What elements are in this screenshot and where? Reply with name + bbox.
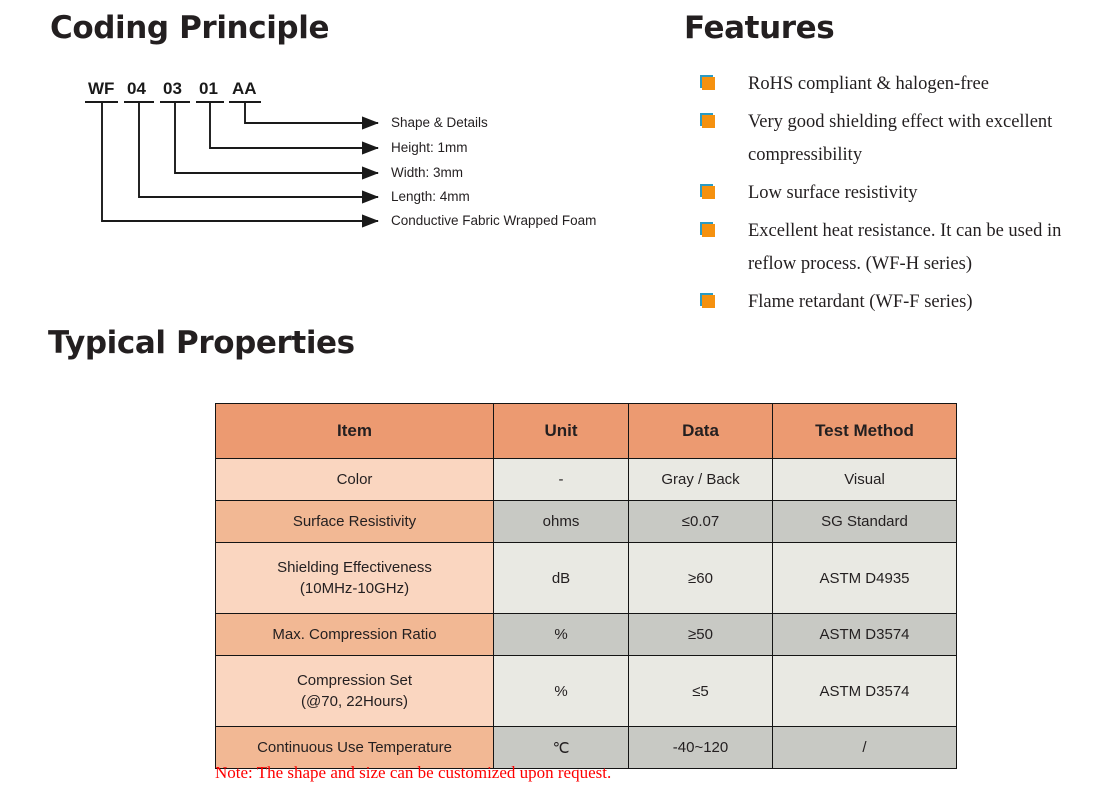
table-row: Max. Compression Ratio % ≥50 ASTM D3574 (215, 613, 957, 656)
cell-item: Color (215, 458, 494, 501)
cell-item-line2: (@70, 22Hours) (301, 693, 408, 710)
cell-test-method: ASTM D4935 (772, 542, 957, 614)
cell-test-method: ASTM D3574 (772, 655, 957, 727)
cell-item: Continuous Use Temperature (215, 726, 494, 769)
cell-unit: % (493, 655, 629, 727)
table-note: Note: The shape and size can be customiz… (215, 763, 612, 782)
table-header-row: Item Unit Data Test Method (215, 403, 957, 459)
feature-item: Flame retardant (WF-F series) (690, 286, 1110, 319)
page-title-typical-properties: Typical Properties (48, 325, 355, 361)
code-segment-prefix: WF (88, 79, 115, 98)
code-segment-shape: AA (232, 79, 257, 98)
cell-data: ≥50 (628, 613, 773, 656)
cell-unit: % (493, 613, 629, 656)
cell-item: Surface Resistivity (215, 500, 494, 543)
cell-test-method: SG Standard (772, 500, 957, 543)
cell-item-line1: Shielding Effectiveness (277, 559, 432, 576)
cell-data: ≤0.07 (628, 500, 773, 543)
diagram-label-width: Width: 3mm (391, 165, 464, 180)
code-segment-width: 03 (163, 79, 182, 98)
bullet-square-icon (690, 68, 748, 96)
cell-item: Max. Compression Ratio (215, 613, 494, 656)
cell-unit: dB (493, 542, 629, 614)
cell-data: ≤5 (628, 655, 773, 727)
column-header-data: Data (628, 403, 773, 459)
cell-data: ≥60 (628, 542, 773, 614)
cell-unit: - (493, 458, 629, 501)
cell-test-method: ASTM D3574 (772, 613, 957, 656)
table-row: Shielding Effectiveness (10MHz-10GHz) dB… (215, 542, 957, 614)
page-title-features: Features (684, 10, 835, 46)
feature-item-label: Flame retardant (WF-F series) (748, 292, 973, 312)
feature-item: Very good shielding effect with excellen… (690, 106, 1110, 172)
cell-unit: ohms (493, 500, 629, 543)
cell-test-method: / (772, 726, 957, 769)
feature-item-label: RoHS compliant & halogen-free (748, 74, 989, 94)
diagram-label-height: Height: 1mm (391, 140, 468, 155)
cell-item-line1: Compression Set (296, 672, 413, 689)
feature-item-label: Very good shielding effect with excellen… (748, 112, 1053, 165)
feature-item-label: Low surface resistivity (748, 183, 918, 203)
cell-item: Shielding Effectiveness (10MHz-10GHz) (215, 542, 494, 614)
cell-data: Gray / Back (628, 458, 773, 501)
feature-item: Excellent heat resistance. It can be use… (690, 215, 1110, 281)
code-segment-length: 04 (127, 79, 146, 98)
diagram-label-length: Length: 4mm (391, 189, 470, 204)
cell-unit: ℃ (493, 726, 629, 769)
bullet-square-icon (690, 106, 748, 134)
table-row: Color - Gray / Back Visual (215, 458, 957, 501)
cell-data: -40~120 (628, 726, 773, 769)
coding-leader-lines (85, 101, 379, 228)
typical-properties-table: Item Unit Data Test Method Color - Gray … (215, 403, 957, 769)
bullet-square-icon (690, 215, 748, 243)
table-row: Continuous Use Temperature ℃ -40~120 / (215, 726, 957, 769)
cell-item-line2: (10MHz-10GHz) (299, 580, 410, 597)
column-header-unit: Unit (493, 403, 629, 459)
coding-principle-diagram: WF 04 03 01 AA Sh (0, 60, 680, 250)
cell-test-method: Visual (772, 458, 957, 501)
table-row: Compression Set (@70, 22Hours) % ≤5 ASTM… (215, 655, 957, 727)
diagram-label-material: Conductive Fabric Wrapped Foam (391, 213, 597, 228)
code-segment-height: 01 (199, 79, 218, 98)
column-header-item: Item (215, 403, 494, 459)
bullet-square-icon (690, 286, 748, 314)
diagram-label-shape: Shape & Details (391, 115, 488, 130)
column-header-test-method: Test Method (772, 403, 957, 459)
feature-item: RoHS compliant & halogen-free (690, 68, 1110, 101)
feature-item-label: Excellent heat resistance. It can be use… (748, 221, 1062, 274)
table-row: Surface Resistivity ohms ≤0.07 SG Standa… (215, 500, 957, 543)
features-list: RoHS compliant & halogen-free Very good … (690, 68, 1110, 324)
feature-item: Low surface resistivity (690, 177, 1110, 210)
cell-item: Compression Set (@70, 22Hours) (215, 655, 494, 727)
bullet-square-icon (690, 177, 748, 205)
page-title-coding-principle: Coding Principle (50, 10, 330, 46)
